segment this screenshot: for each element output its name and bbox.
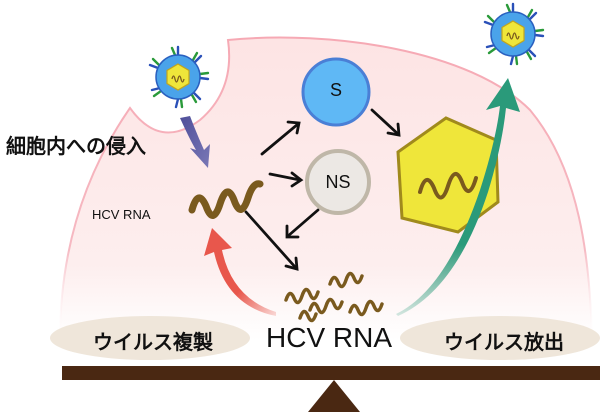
arrow-ns-to-replication [286,208,320,238]
replication-label: ウイルス複製 [93,330,213,354]
arrow-to-ns [268,172,302,182]
structural-protein-circle [301,57,371,127]
arrow-to-s [260,122,300,156]
balance-beam [62,366,600,380]
arrow-to-replicated-rna [244,210,298,270]
release-arrow [396,78,520,316]
nonstructural-protein-label: NS [325,172,351,192]
replication-pill [50,316,250,360]
capsid-rna-icon [418,172,478,200]
virion-released-icon [483,2,545,66]
release-label: ウイルス放出 [444,330,564,354]
virion-entering-icon [148,45,210,109]
translation-arrows [244,108,401,271]
replicated-rna-cluster [284,271,384,323]
hcv-rna-center-label: HCV RNA [266,322,393,353]
entry-arrow [180,116,210,168]
release-pill [400,316,600,360]
nonstructural-protein-circle [305,149,371,215]
arrow-s-to-capsid [370,108,400,136]
entry-label: 細胞内への侵入 [6,134,146,158]
hcv-rna-strand-icon [188,180,264,219]
balance-fulcrum [308,380,360,412]
hcv-rna-label: HCV RNA [92,207,151,222]
structural-protein-label: S [329,80,342,100]
replication-arrow [204,228,276,316]
